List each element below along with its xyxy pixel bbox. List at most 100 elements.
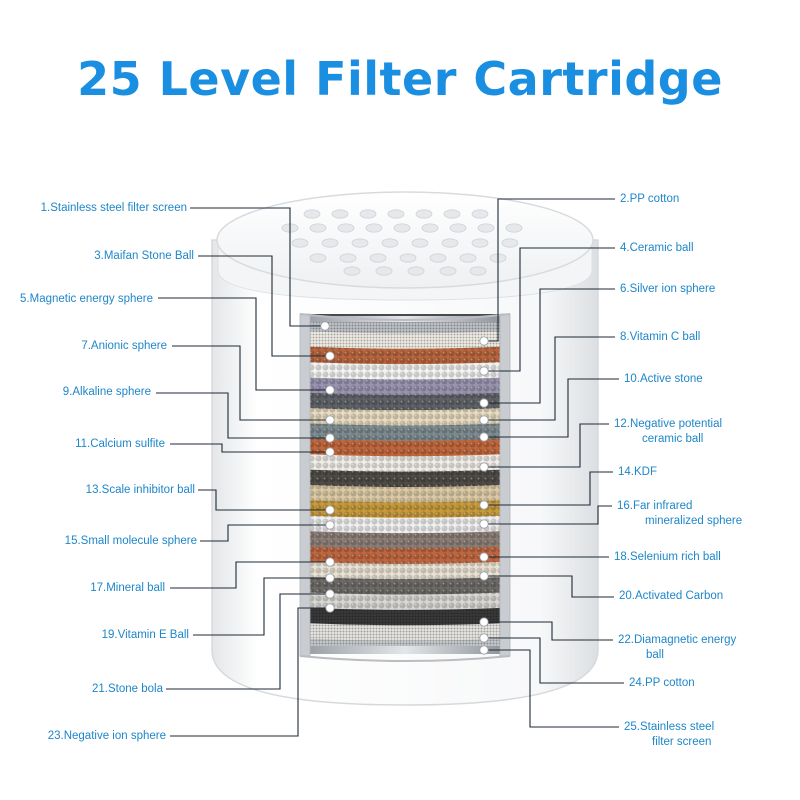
filter-layer: [308, 561, 502, 581]
leader-right-3: [484, 288, 615, 404]
window-left-wall: [299, 313, 311, 657]
leader-dot: [320, 321, 330, 331]
diagram-title: 25 Level Filter Cartridge: [77, 52, 723, 106]
label-right-5: 10.Active stone: [624, 373, 703, 385]
leader-left-6: [170, 443, 330, 453]
label-left-11: 21.Stone bola: [92, 683, 163, 695]
leader-dot: [479, 398, 489, 408]
leader-dot: [479, 617, 489, 627]
leader-dot: [325, 433, 335, 443]
leader-right-7: [484, 471, 613, 506]
filter-layer: [308, 408, 502, 427]
leader-dot: [479, 366, 489, 376]
leader-left-3: [158, 297, 330, 391]
label-left-6: 11.Calcium sulfite: [75, 438, 165, 450]
cap-hole: [321, 238, 339, 248]
filter-layer: [308, 331, 502, 350]
cap-hole: [439, 266, 457, 276]
leader-dot: [479, 500, 489, 510]
leader-dot: [479, 552, 489, 562]
leader-dot: [325, 520, 335, 530]
leader-right-5: [484, 378, 619, 438]
label-left-3: 5.Magnetic energy sphere: [20, 293, 153, 305]
cartridge-cap-top: [216, 191, 594, 289]
filter-layer: [308, 454, 502, 473]
label-left-8: 15.Small molecule sphere: [64, 535, 197, 547]
cap-hole: [501, 238, 519, 248]
leader-right-6: [484, 423, 609, 468]
leader-dot: [325, 385, 335, 395]
label-left-1: 1.Stainless steel filter screen: [40, 202, 187, 214]
leader-dot: [479, 519, 489, 529]
cap-hole: [369, 253, 387, 263]
cap-hole: [365, 223, 383, 233]
cap-holes: [281, 209, 523, 276]
cap-hole: [331, 209, 349, 219]
leader-dot: [325, 557, 335, 567]
cap-hole: [441, 238, 459, 248]
window-bottom-edge: [299, 655, 511, 662]
leader-dot: [325, 589, 335, 599]
leader-right-13: [484, 649, 619, 728]
leader-right-4: [484, 336, 615, 421]
leader-left-2: [198, 255, 330, 357]
leader-dot: [479, 462, 489, 472]
cap-hole: [421, 223, 439, 233]
leader-dot: [325, 505, 335, 515]
leader-left-5: [156, 392, 330, 439]
cap-hole: [471, 209, 489, 219]
cap-hole: [429, 253, 447, 263]
filter-layer: [308, 346, 502, 366]
cap-hole: [469, 266, 487, 276]
cap-hole: [387, 209, 405, 219]
filter-layer: [308, 623, 502, 642]
label-right-10: 20.Activated Carbon: [619, 590, 724, 602]
filter-layer: [308, 515, 502, 535]
cap-hole: [337, 223, 355, 233]
window-top-edge: [299, 313, 511, 321]
cap-hole: [471, 238, 489, 248]
filter-layer: [308, 377, 502, 396]
filter-layer: [308, 592, 502, 611]
cap-hole: [303, 209, 321, 219]
label-right-2: 4.Ceramic ball: [620, 242, 694, 254]
leader-dot: [479, 571, 489, 581]
cap-hole: [477, 223, 495, 233]
leader-right-1: [484, 198, 615, 342]
leader-dot: [325, 447, 335, 457]
label-left-9: 17.Mineral ball: [90, 582, 165, 594]
label-right-12: 24.PP cotton: [629, 677, 695, 689]
filter-layer: [308, 500, 502, 519]
label-left-5: 9.Alkaline sphere: [62, 386, 151, 398]
label-left-7: 13.Scale inhibitor ball: [85, 484, 195, 496]
leader-right-8: [484, 505, 612, 525]
leader-dot: [479, 633, 489, 643]
leader-right-2: [484, 247, 615, 372]
label-right-3: 6.Silver ion sphere: [620, 283, 716, 295]
label-left-4: 7.Anionic sphere: [81, 340, 167, 352]
filter-layer: [308, 546, 502, 565]
cap-hole: [415, 209, 433, 219]
leader-dot: [479, 415, 489, 425]
leader-right-10: [484, 575, 614, 598]
cap-hole: [449, 223, 467, 233]
leader-left-9: [170, 561, 330, 589]
filter-layer: [308, 438, 502, 458]
cap-hole: [339, 253, 357, 263]
leader-dot: [479, 645, 489, 655]
leader-left-7: [198, 489, 330, 511]
leader-dot: [325, 573, 335, 583]
leader-dot: [325, 603, 335, 613]
cap-hole: [351, 238, 369, 248]
leader-left-10: [193, 577, 330, 636]
leader-dot: [479, 336, 489, 346]
cap-hole: [407, 266, 425, 276]
leader-lines: [156, 198, 624, 737]
label-right-1: 2.PP cotton: [620, 193, 680, 205]
leader-left-1: [190, 207, 325, 327]
